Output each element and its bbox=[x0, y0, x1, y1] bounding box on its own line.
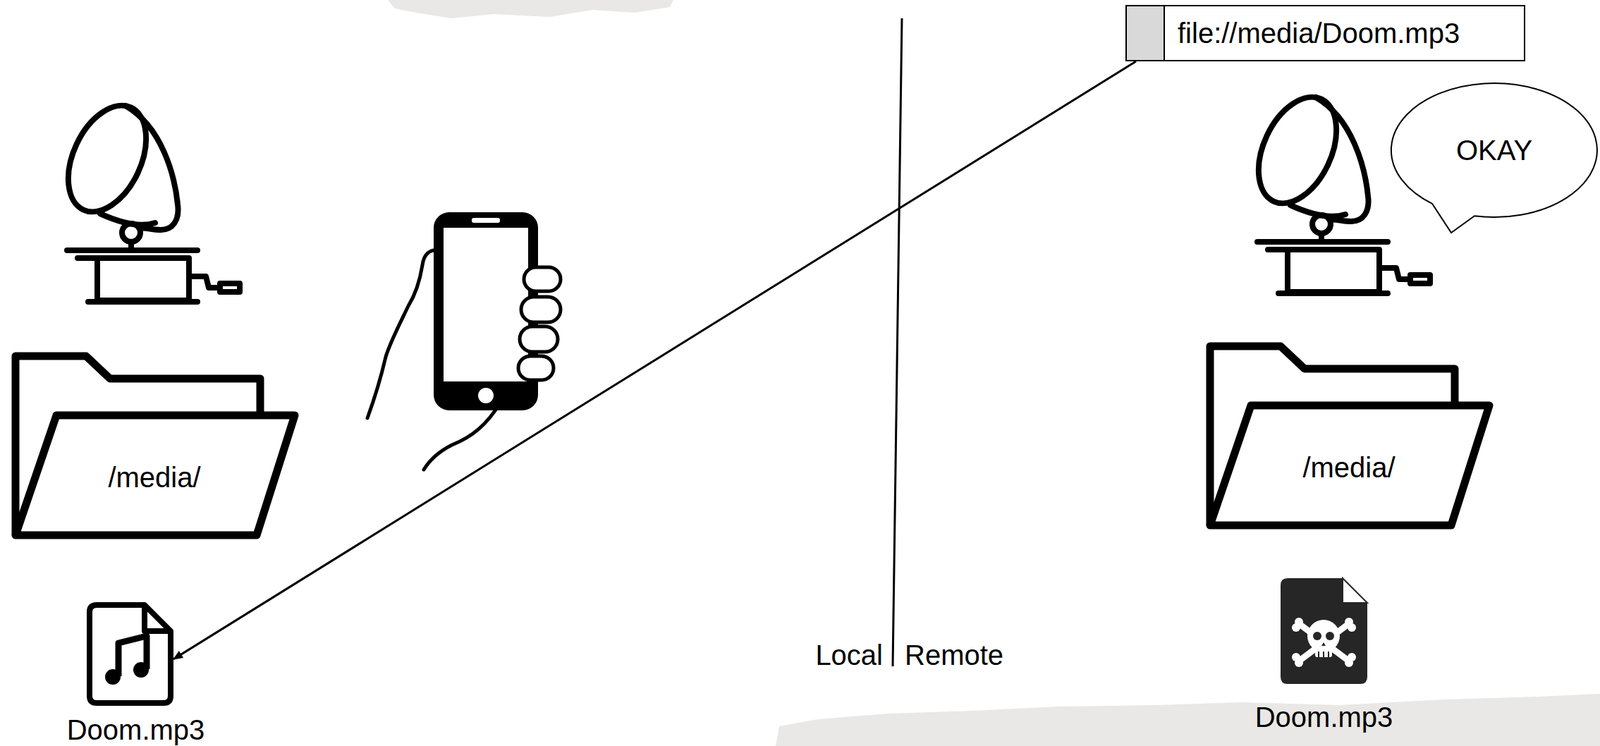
folder-shape: /media/ bbox=[9, 350, 301, 543]
phone-in-hand-icon bbox=[367, 212, 561, 470]
url-box: file://media/Doom.mp3 bbox=[1125, 4, 1526, 62]
side-label: Remote bbox=[904, 638, 1060, 672]
arrow-connector bbox=[173, 61, 1137, 660]
divider-line bbox=[892, 18, 902, 667]
skull-file-symbol bbox=[1280, 578, 1368, 685]
audio-file-icon: Doom.mp3 bbox=[70, 599, 201, 744]
folder-shape: /media/ bbox=[1204, 340, 1495, 531]
node-text: /media/ bbox=[38, 461, 271, 494]
malicious-file-icon: Doom.mp3 bbox=[1262, 576, 1386, 736]
node-text: /media/ bbox=[1232, 451, 1466, 484]
gray-square bbox=[1126, 6, 1165, 60]
folder-outline bbox=[9, 350, 301, 543]
gramophone-icon bbox=[1243, 84, 1431, 294]
side-label: Local bbox=[740, 638, 883, 672]
node-text: file://media/Doom.mp3 bbox=[1177, 16, 1522, 50]
gramophone-icon bbox=[52, 93, 240, 302]
torn-paper bbox=[775, 693, 1600, 746]
node-text: Doom.mp3 bbox=[56, 713, 216, 746]
music-file-symbol bbox=[86, 602, 174, 706]
torn-paper bbox=[387, 0, 674, 19]
node-text: OKAY bbox=[1389, 133, 1599, 167]
folder-outline bbox=[1204, 340, 1495, 531]
node-text: Doom.mp3 bbox=[1248, 700, 1400, 734]
speech-bubble: OKAY bbox=[1389, 81, 1599, 237]
